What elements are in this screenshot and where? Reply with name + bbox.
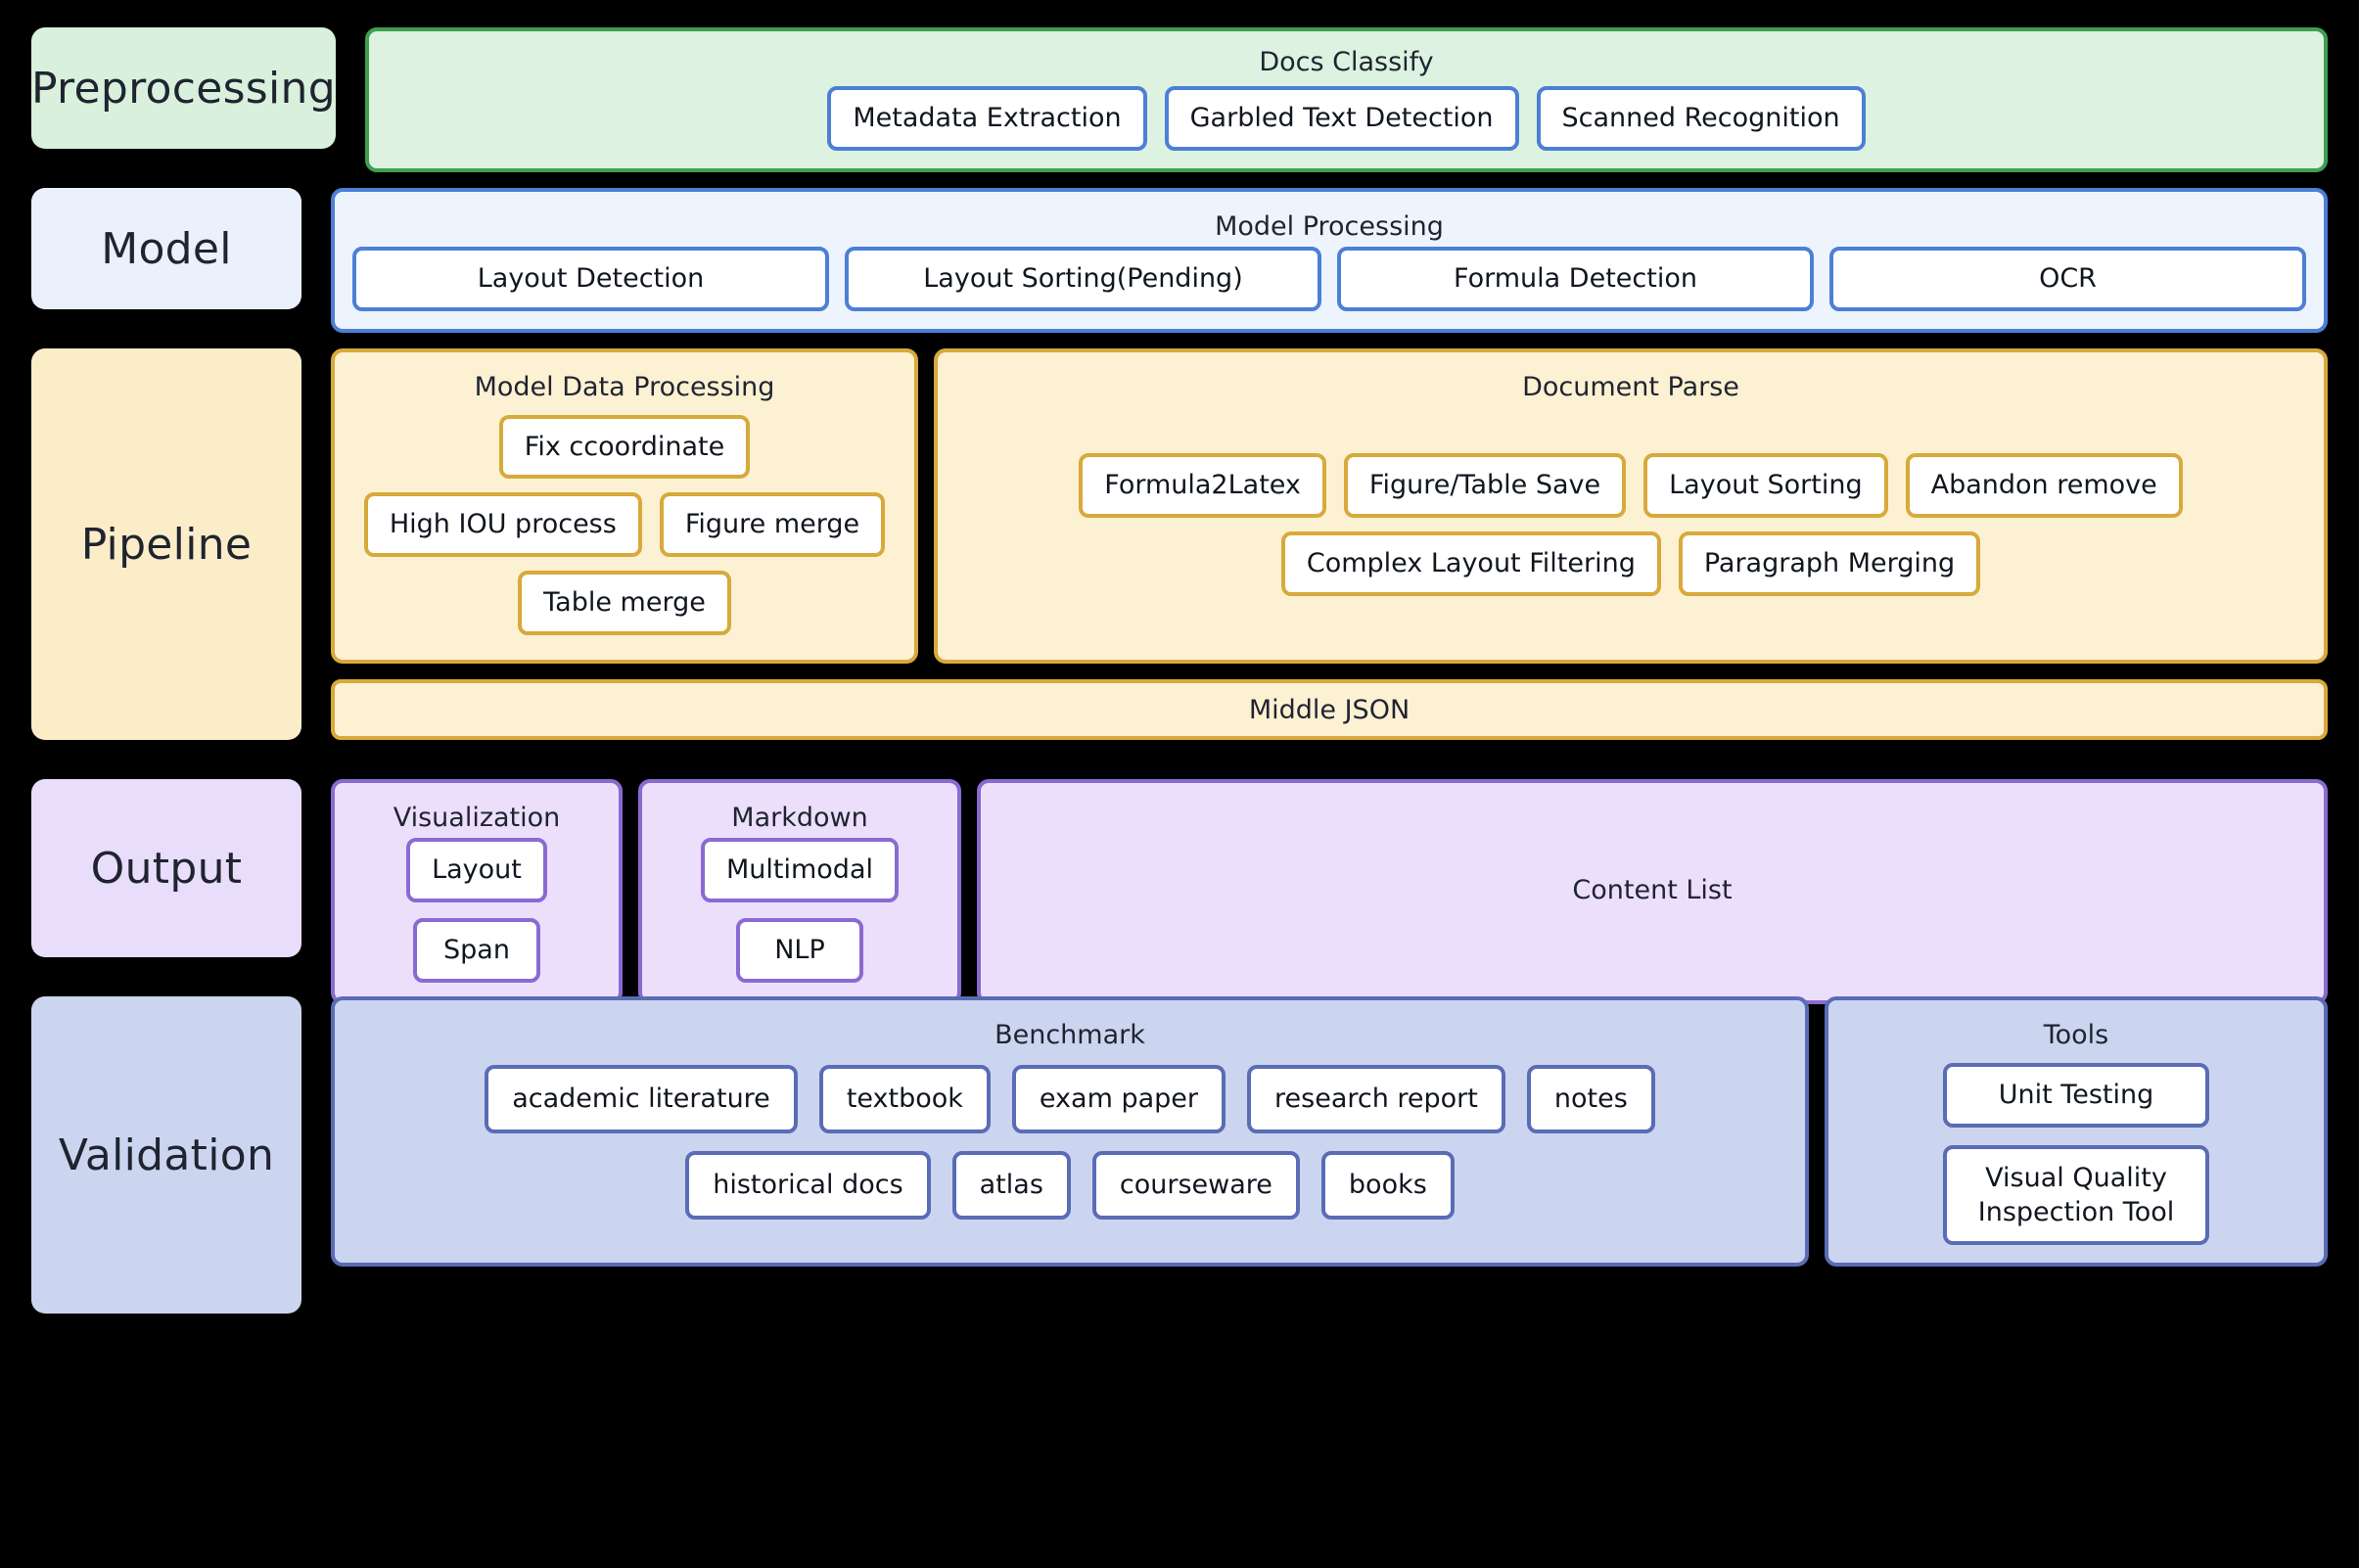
item-span[interactable]: Span	[413, 918, 540, 983]
item-layout-sorting-pending[interactable]: Layout Sorting(Pending)	[845, 247, 1321, 312]
item-academic-literature[interactable]: academic literature	[485, 1065, 798, 1134]
row-body-validation: Benchmark academic literature textbook e…	[331, 996, 2328, 1314]
group-model-processing: Model Processing Layout Detection Layout…	[331, 188, 2328, 334]
item-ocr[interactable]: OCR	[1829, 247, 2306, 312]
item-garbled-text-detection[interactable]: Garbled Text Detection	[1164, 86, 1519, 152]
items-docs-classify: Metadata Extraction Garbled Text Detecti…	[387, 86, 2306, 152]
items-model-processing: Layout Detection Layout Sorting(Pending)…	[352, 247, 2306, 312]
items-benchmark: academic literature textbook exam paper …	[352, 1055, 1787, 1245]
group-title-tools: Tools	[2043, 1020, 2109, 1050]
group-docs-classify: Docs Classify Metadata Extraction Garble…	[364, 27, 2328, 173]
row-pipeline: Pipeline Model Data Processing Fix ccoor…	[31, 348, 2328, 740]
group-content-list[interactable]: Content List	[977, 779, 2328, 1004]
group-title-content-list: Content List	[1572, 874, 1733, 905]
item-formula2latex[interactable]: Formula2Latex	[1079, 453, 1326, 519]
item-nlp[interactable]: NLP	[736, 918, 863, 983]
group-benchmark: Benchmark academic literature textbook e…	[331, 996, 1809, 1268]
item-layout-sorting[interactable]: Layout Sorting	[1643, 453, 1888, 519]
group-title-model-data-processing: Model Data Processing	[474, 372, 775, 402]
group-line-output: Visualization Layout Span Markdown Multi…	[331, 779, 2328, 1004]
stage-label-validation: Validation	[31, 996, 301, 1314]
item-table-merge[interactable]: Table merge	[518, 571, 731, 635]
group-title-docs-classify: Docs Classify	[1259, 47, 1434, 77]
group-title-model-processing: Model Processing	[1215, 211, 1444, 242]
group-title-markdown: Markdown	[731, 803, 868, 833]
group-markdown: Markdown Multimodal NLP	[638, 779, 961, 1004]
stage-label-pipeline: Pipeline	[31, 348, 301, 740]
item-exam-paper[interactable]: exam paper	[1011, 1065, 1226, 1134]
group-title-visualization: Visualization	[393, 803, 561, 833]
group-title-benchmark: Benchmark	[994, 1020, 1145, 1050]
item-unit-testing[interactable]: Unit Testing	[1943, 1063, 2209, 1129]
item-scanned-recognition[interactable]: Scanned Recognition	[1536, 86, 1866, 152]
stage-label-preprocessing: Preprocessing	[31, 27, 336, 149]
group-tools: Tools Unit Testing Visual Quality Inspec…	[1825, 996, 2328, 1268]
stage-label-output: Output	[31, 779, 301, 957]
item-research-report[interactable]: research report	[1247, 1065, 1505, 1134]
item-books[interactable]: books	[1320, 1151, 1455, 1220]
row-output: Output Visualization Layout Span Markdow…	[31, 779, 2328, 1004]
row-body-model: Model Processing Layout Detection Layout…	[331, 188, 2328, 334]
group-line-preprocessing: Docs Classify Metadata Extraction Garble…	[364, 27, 2328, 173]
item-multimodal[interactable]: Multimodal	[700, 838, 899, 903]
item-atlas[interactable]: atlas	[951, 1151, 1071, 1220]
item-historical-docs[interactable]: historical docs	[685, 1151, 931, 1220]
item-metadata-extraction[interactable]: Metadata Extraction	[827, 86, 1147, 152]
group-visualization: Visualization Layout Span	[331, 779, 623, 1004]
group-document-parse: Document Parse Formula2Latex Figure/Tabl…	[934, 348, 2328, 664]
row-body-output: Visualization Layout Span Markdown Multi…	[331, 779, 2328, 1004]
group-model-data-processing: Model Data Processing Fix ccoordinate Hi…	[331, 348, 918, 664]
banner-middle-json: Middle JSON	[331, 679, 2328, 740]
items-tools: Unit Testing Visual Quality Inspection T…	[1846, 1055, 2306, 1246]
row-body-pipeline: Model Data Processing Fix ccoordinate Hi…	[331, 348, 2328, 740]
item-courseware[interactable]: courseware	[1091, 1151, 1300, 1220]
item-visual-quality-inspection-tool[interactable]: Visual Quality Inspection Tool	[1943, 1145, 2209, 1246]
item-figure-table-save[interactable]: Figure/Table Save	[1343, 453, 1627, 519]
item-complex-layout-filtering[interactable]: Complex Layout Filtering	[1280, 531, 1661, 596]
row-preprocessing: Preprocessing Docs Classify Metadata Ext…	[31, 27, 2328, 173]
row-validation: Validation Benchmark academic literature…	[31, 996, 2328, 1314]
items-model-data-processing: Fix ccoordinate High IOU process Figure …	[352, 407, 897, 642]
item-abandon-remove[interactable]: Abandon remove	[1905, 453, 2183, 519]
item-layout[interactable]: Layout	[406, 838, 547, 903]
group-line-model: Model Processing Layout Detection Layout…	[331, 188, 2328, 334]
item-figure-merge[interactable]: Figure merge	[659, 492, 886, 558]
stage-label-model: Model	[31, 188, 301, 309]
row-model: Model Model Processing Layout Detection …	[31, 188, 2328, 334]
item-layout-detection[interactable]: Layout Detection	[352, 247, 829, 312]
group-line-validation: Benchmark academic literature textbook e…	[331, 996, 2328, 1268]
item-high-iou-process[interactable]: High IOU process	[363, 492, 642, 558]
item-notes[interactable]: notes	[1526, 1065, 1655, 1134]
group-line-pipeline: Model Data Processing Fix ccoordinate Hi…	[331, 348, 2328, 664]
item-paragraph-merging[interactable]: Paragraph Merging	[1678, 531, 1981, 596]
items-document-parse: Formula2Latex Figure/Table Save Layout S…	[955, 407, 2306, 642]
item-fix-ccoordinate[interactable]: Fix ccoordinate	[498, 414, 751, 480]
group-title-document-parse: Document Parse	[1522, 372, 1739, 402]
item-textbook[interactable]: textbook	[818, 1065, 991, 1134]
row-body-preprocessing: Docs Classify Metadata Extraction Garble…	[364, 27, 2328, 173]
items-visualization: Layout Span	[352, 838, 601, 983]
items-markdown: Multimodal NLP	[660, 838, 940, 983]
item-formula-detection[interactable]: Formula Detection	[1337, 247, 1814, 312]
